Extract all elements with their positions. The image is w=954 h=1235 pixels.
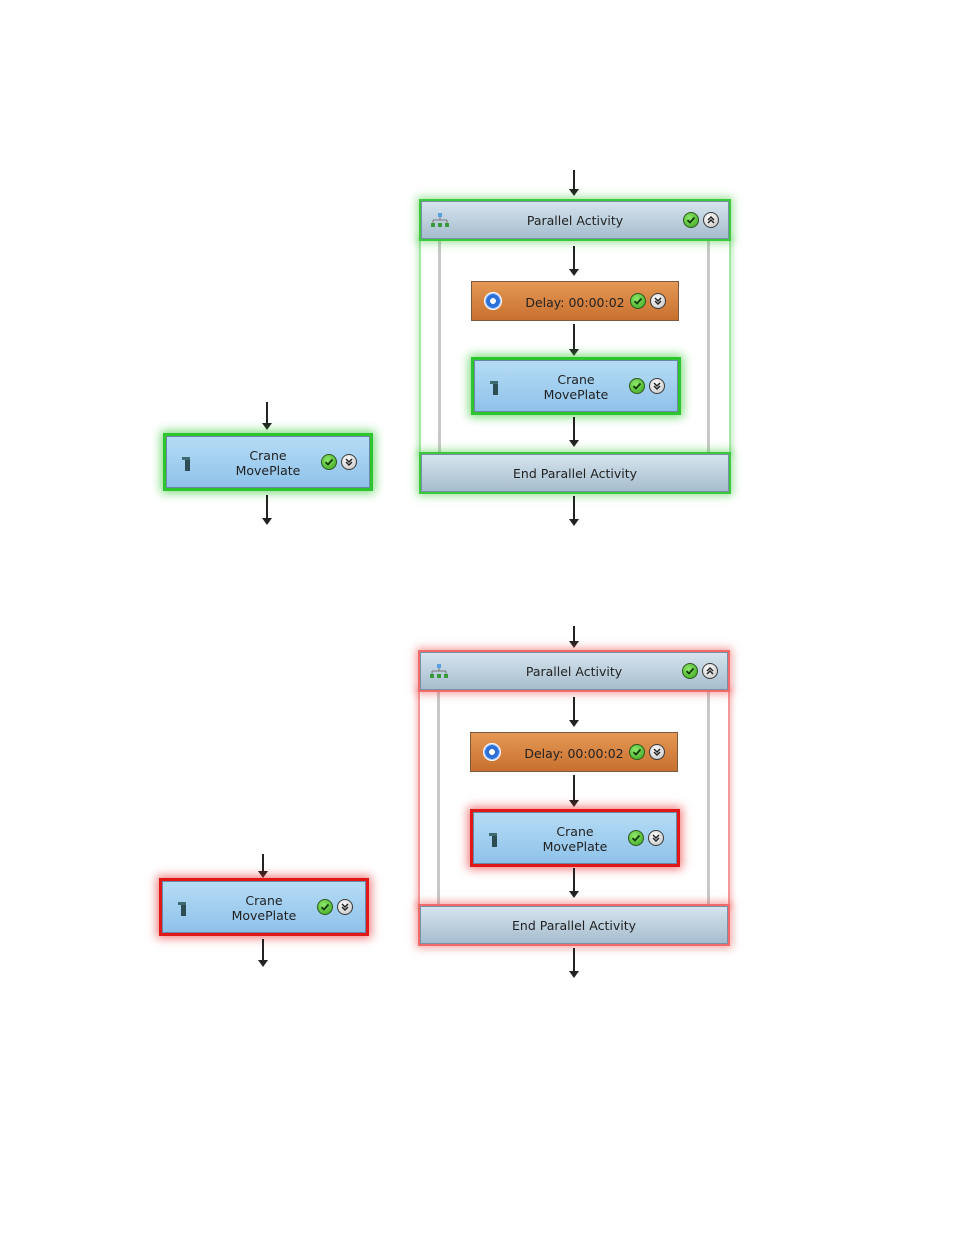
crane-moveplate-activity[interactable]: Crane MovePlate: [473, 812, 677, 864]
flow-arrow: [567, 324, 581, 356]
delay-clock-icon: [484, 292, 502, 310]
flow-arrow: [567, 948, 581, 978]
parallel-tree-icon: [431, 213, 449, 227]
chevron-up-icon[interactable]: [703, 212, 719, 228]
branch-rail-right: [707, 240, 710, 454]
flow-arrow: [567, 170, 581, 196]
end-parallel-title: End Parallel Activity: [513, 466, 637, 481]
flow-arrow: [256, 854, 270, 878]
flow-arrow: [567, 868, 581, 898]
check-ok-icon: [683, 212, 699, 228]
parallel-activity-title: Parallel Activity: [525, 664, 623, 679]
check-ok-icon: [321, 454, 337, 470]
flow-arrow: [567, 496, 581, 526]
delay-activity[interactable]: Delay: 00:00:02: [471, 281, 679, 321]
crane-label-line2: MovePlate: [231, 908, 297, 923]
parallel-activity-header[interactable]: Parallel Activity: [421, 201, 729, 239]
end-parallel-activity[interactable]: End Parallel Activity: [420, 906, 728, 944]
chevron-down-icon[interactable]: [650, 293, 666, 309]
crane-label-line1: Crane: [556, 824, 594, 839]
end-parallel-title: End Parallel Activity: [512, 918, 636, 933]
delay-label: Delay: 00:00:02: [525, 295, 625, 310]
parallel-activity-title: Parallel Activity: [526, 213, 624, 228]
crane-label-line2: MovePlate: [543, 387, 609, 402]
check-ok-icon: [629, 378, 645, 394]
flow-arrow: [567, 626, 581, 648]
branch-rail-left: [437, 691, 440, 905]
check-ok-icon: [628, 830, 644, 846]
crane-label-line2: MovePlate: [235, 463, 301, 478]
flow-arrow: [260, 495, 274, 525]
crane-icon: [490, 381, 498, 395]
delay-activity[interactable]: Delay: 00:00:02: [470, 732, 678, 772]
check-ok-icon: [629, 744, 645, 760]
check-ok-icon: [630, 293, 646, 309]
chevron-down-icon[interactable]: [648, 830, 664, 846]
branch-rail-right: [707, 691, 710, 905]
check-ok-icon: [317, 899, 333, 915]
check-ok-icon: [682, 663, 698, 679]
flow-arrow: [567, 775, 581, 807]
crane-label-line1: Crane: [245, 893, 283, 908]
chevron-down-icon[interactable]: [341, 454, 357, 470]
parallel-branch-frame: [419, 238, 731, 454]
crane-label-line1: Crane: [249, 448, 287, 463]
chevron-down-icon[interactable]: [649, 378, 665, 394]
end-parallel-activity[interactable]: End Parallel Activity: [421, 454, 729, 492]
crane-label-line1: Crane: [557, 372, 595, 387]
crane-moveplate-activity[interactable]: Crane MovePlate: [162, 881, 366, 933]
flow-arrow: [567, 417, 581, 447]
flow-arrow: [567, 246, 581, 276]
chevron-down-icon[interactable]: [649, 744, 665, 760]
chevron-up-icon[interactable]: [702, 663, 718, 679]
crane-icon: [489, 833, 497, 847]
flow-arrow: [260, 402, 274, 430]
passed-workflow-group: Crane MovePlate Parallel Activity: [0, 0, 954, 600]
chevron-down-icon[interactable]: [337, 899, 353, 915]
parallel-tree-icon: [430, 664, 448, 678]
flow-arrow: [567, 697, 581, 727]
crane-moveplate-activity[interactable]: Crane MovePlate: [474, 360, 678, 412]
crane-icon: [182, 457, 190, 471]
delay-clock-icon: [483, 743, 501, 761]
crane-icon: [178, 902, 186, 916]
delay-label: Delay: 00:00:02: [524, 746, 624, 761]
crane-label-line2: MovePlate: [542, 839, 608, 854]
failed-workflow-group: Crane MovePlate Parallel Activity: [0, 0, 954, 978]
flow-arrow: [256, 939, 270, 967]
crane-moveplate-activity[interactable]: Crane MovePlate: [166, 436, 370, 488]
branch-rail-left: [438, 240, 441, 454]
parallel-activity-header[interactable]: Parallel Activity: [420, 652, 728, 690]
